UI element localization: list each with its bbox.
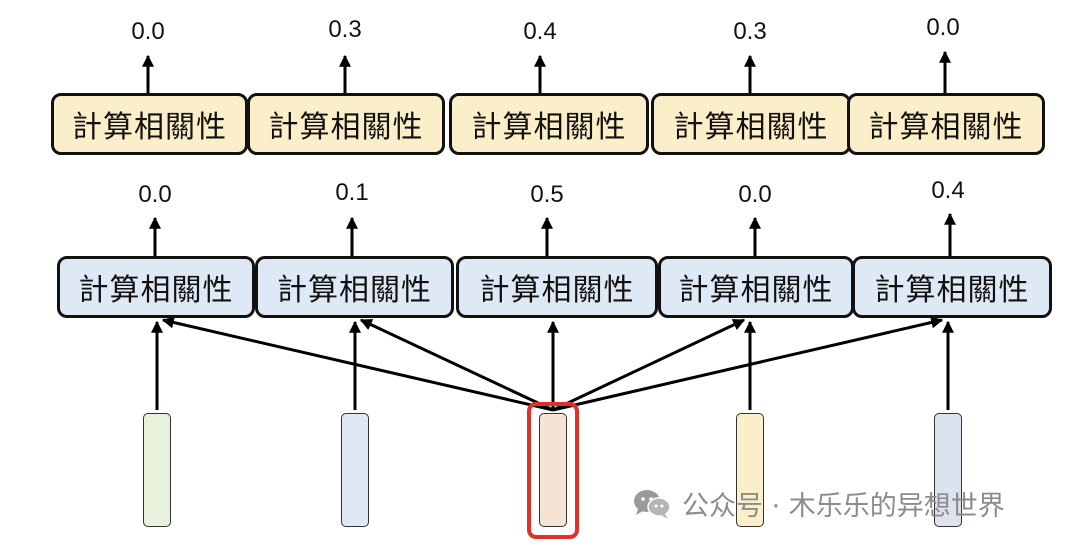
top-score-1: 0.0 (131, 18, 165, 45)
top-relevance-box-3: 計算相關性 (449, 93, 649, 155)
top-relevance-box-4: 計算相關性 (651, 93, 851, 155)
top-score-2: 0.3 (328, 16, 362, 43)
bottom-relevance-box-3: 計算相關性 (456, 256, 658, 318)
input-vector-2 (341, 413, 369, 527)
bottom-relevance-box-1: 計算相關性 (57, 256, 255, 318)
diag-arrow-5 (552, 316, 944, 412)
top-score-5: 0.0 (926, 14, 960, 41)
top-score-4: 0.3 (733, 18, 767, 45)
watermark-text: 公众号 · 木乐乐的异想世界 (682, 491, 1005, 522)
wechat-icon (632, 488, 672, 520)
input-vector-4 (736, 413, 764, 527)
top-relevance-box-2: 計算相關性 (247, 93, 445, 155)
bottom-score-3: 0.5 (530, 181, 564, 208)
input-vector-1 (143, 413, 171, 527)
bottom-relevance-box-2: 計算相關性 (255, 256, 454, 318)
diag-arrow-4 (552, 318, 746, 412)
bottom-score-1: 0.0 (138, 181, 172, 208)
watermark: 公众号 · 木乐乐的异想世界 (632, 484, 1005, 523)
bottom-score-5: 0.4 (931, 177, 965, 204)
query-highlight-box (527, 402, 579, 539)
top-relevance-box-1: 計算相關性 (51, 93, 248, 155)
top-relevance-box-5: 計算相關性 (847, 93, 1045, 155)
input-vector-5 (934, 413, 962, 527)
bottom-relevance-box-4: 計算相關性 (658, 256, 854, 318)
top-score-3: 0.4 (523, 18, 557, 45)
bottom-score-4: 0.0 (738, 181, 772, 208)
input-vector-3 (539, 413, 567, 527)
diag-arrow-1 (161, 316, 554, 412)
bottom-relevance-box-5: 計算相關性 (852, 256, 1052, 318)
diag-arrow-2 (359, 318, 554, 412)
bottom-score-2: 0.1 (335, 179, 369, 206)
